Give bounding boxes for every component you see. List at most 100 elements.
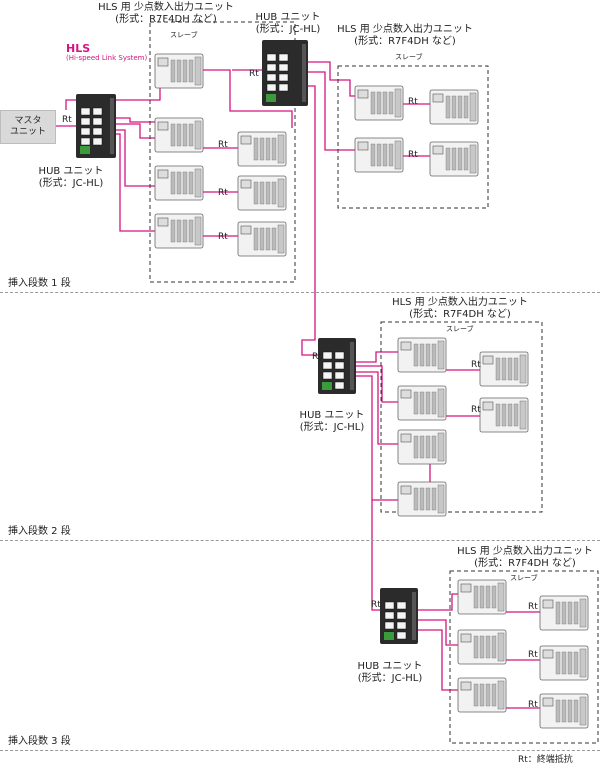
port: [266, 63, 277, 72]
port: [157, 121, 169, 131]
terminal: [431, 343, 437, 367]
port: [396, 631, 407, 640]
port: [482, 401, 494, 411]
terminal: [271, 227, 277, 251]
terminal: [182, 123, 188, 147]
port: [400, 341, 412, 351]
connector: [194, 120, 202, 150]
terminal: [567, 651, 573, 675]
connector: [497, 632, 505, 662]
terminal: [413, 487, 419, 511]
connector: [277, 224, 285, 254]
terminal: [413, 391, 419, 415]
rt-label: Rt: [218, 140, 228, 150]
terminal-block: [322, 382, 332, 390]
hls-cable: [356, 375, 398, 501]
terminal: [451, 147, 457, 171]
port: [80, 137, 91, 146]
terminal: [567, 699, 573, 723]
terminal: [451, 95, 457, 119]
terminal: [457, 95, 463, 119]
terminal: [479, 683, 485, 707]
terminal: [176, 123, 182, 147]
io-unit-label-s1b-line2: (形式：R7F4DH など): [354, 36, 456, 47]
terminal: [485, 683, 491, 707]
port: [334, 351, 345, 360]
master-unit-label-2: ユニット: [9, 127, 46, 137]
rt-label: Rt: [371, 600, 381, 610]
terminal: [431, 391, 437, 415]
terminal: [445, 95, 451, 119]
rt-label: Rt: [528, 650, 538, 660]
terminal: [485, 635, 491, 659]
port: [240, 135, 252, 145]
terminal: [463, 95, 469, 119]
terminal: [382, 143, 388, 167]
rt-label: Rt: [218, 232, 228, 242]
terminal: [495, 403, 501, 427]
terminal: [463, 147, 469, 171]
port: [80, 117, 91, 126]
hub-label-s1a-line2: (形式：JC-HL): [38, 178, 104, 189]
port: [396, 601, 407, 610]
terminal: [170, 123, 176, 147]
connector: [469, 144, 477, 174]
port: [384, 611, 395, 620]
port: [266, 83, 277, 92]
terminal: [265, 137, 271, 161]
connector: [437, 388, 445, 418]
hls-cable: [113, 117, 155, 123]
slave-unit: [539, 693, 589, 729]
connector: [519, 354, 527, 384]
terminal: [419, 343, 425, 367]
terminal: [259, 227, 265, 251]
hls-cable: [116, 133, 155, 232]
slave-label-s1b: スレーブ: [395, 53, 423, 61]
port: [400, 485, 412, 495]
hls-cable: [418, 619, 458, 646]
terminal: [473, 635, 479, 659]
terminal: [253, 137, 259, 161]
stage-label-1: 挿入段数 1 段: [8, 278, 71, 289]
stage-label-3: 挿入段数 3 段: [8, 736, 71, 747]
hub-side: [350, 342, 354, 390]
hls-cable: [116, 129, 155, 187]
terminal: [491, 683, 497, 707]
terminal: [555, 699, 561, 723]
master-unit: マスタ ユニット: [0, 110, 56, 144]
hls-cable: [308, 61, 355, 97]
terminal: [188, 59, 194, 83]
port: [92, 117, 103, 126]
terminal: [555, 601, 561, 625]
io-unit-label-s3-line2: (形式：R7F4DH など): [474, 558, 576, 569]
terminal: [573, 601, 579, 625]
port: [92, 137, 103, 146]
terminal: [253, 227, 259, 251]
slave-unit: [354, 85, 404, 121]
terminal: [271, 137, 277, 161]
hub-unit: [380, 588, 418, 644]
connector: [519, 400, 527, 430]
io-unit-label-s3-line1: HLS 用 少点数入出力ユニット: [457, 546, 593, 557]
slave-unit: [154, 117, 204, 153]
terminal: [419, 487, 425, 511]
hub-side: [302, 44, 306, 102]
slave-unit: [237, 221, 287, 257]
terminal: [425, 391, 431, 415]
terminal: [176, 171, 182, 195]
slave-label-s3: スレーブ: [510, 574, 538, 582]
stage-separator-3: [0, 750, 600, 751]
connector: [394, 88, 402, 118]
slave-unit: [397, 385, 447, 421]
terminal-block: [384, 632, 394, 640]
terminal: [513, 403, 519, 427]
io-unit-label-s1b-line1: HLS 用 少点数入出力ユニット: [337, 24, 473, 35]
slave-unit: [429, 141, 479, 177]
slave-unit: [479, 351, 529, 387]
hls-cable: [418, 593, 458, 611]
io-unit-label-s1a-line1: HLS 用 少点数入出力ユニット: [98, 2, 234, 13]
terminal: [573, 699, 579, 723]
terminal: [265, 227, 271, 251]
port: [157, 169, 169, 179]
stage-separator-1: [0, 292, 600, 293]
